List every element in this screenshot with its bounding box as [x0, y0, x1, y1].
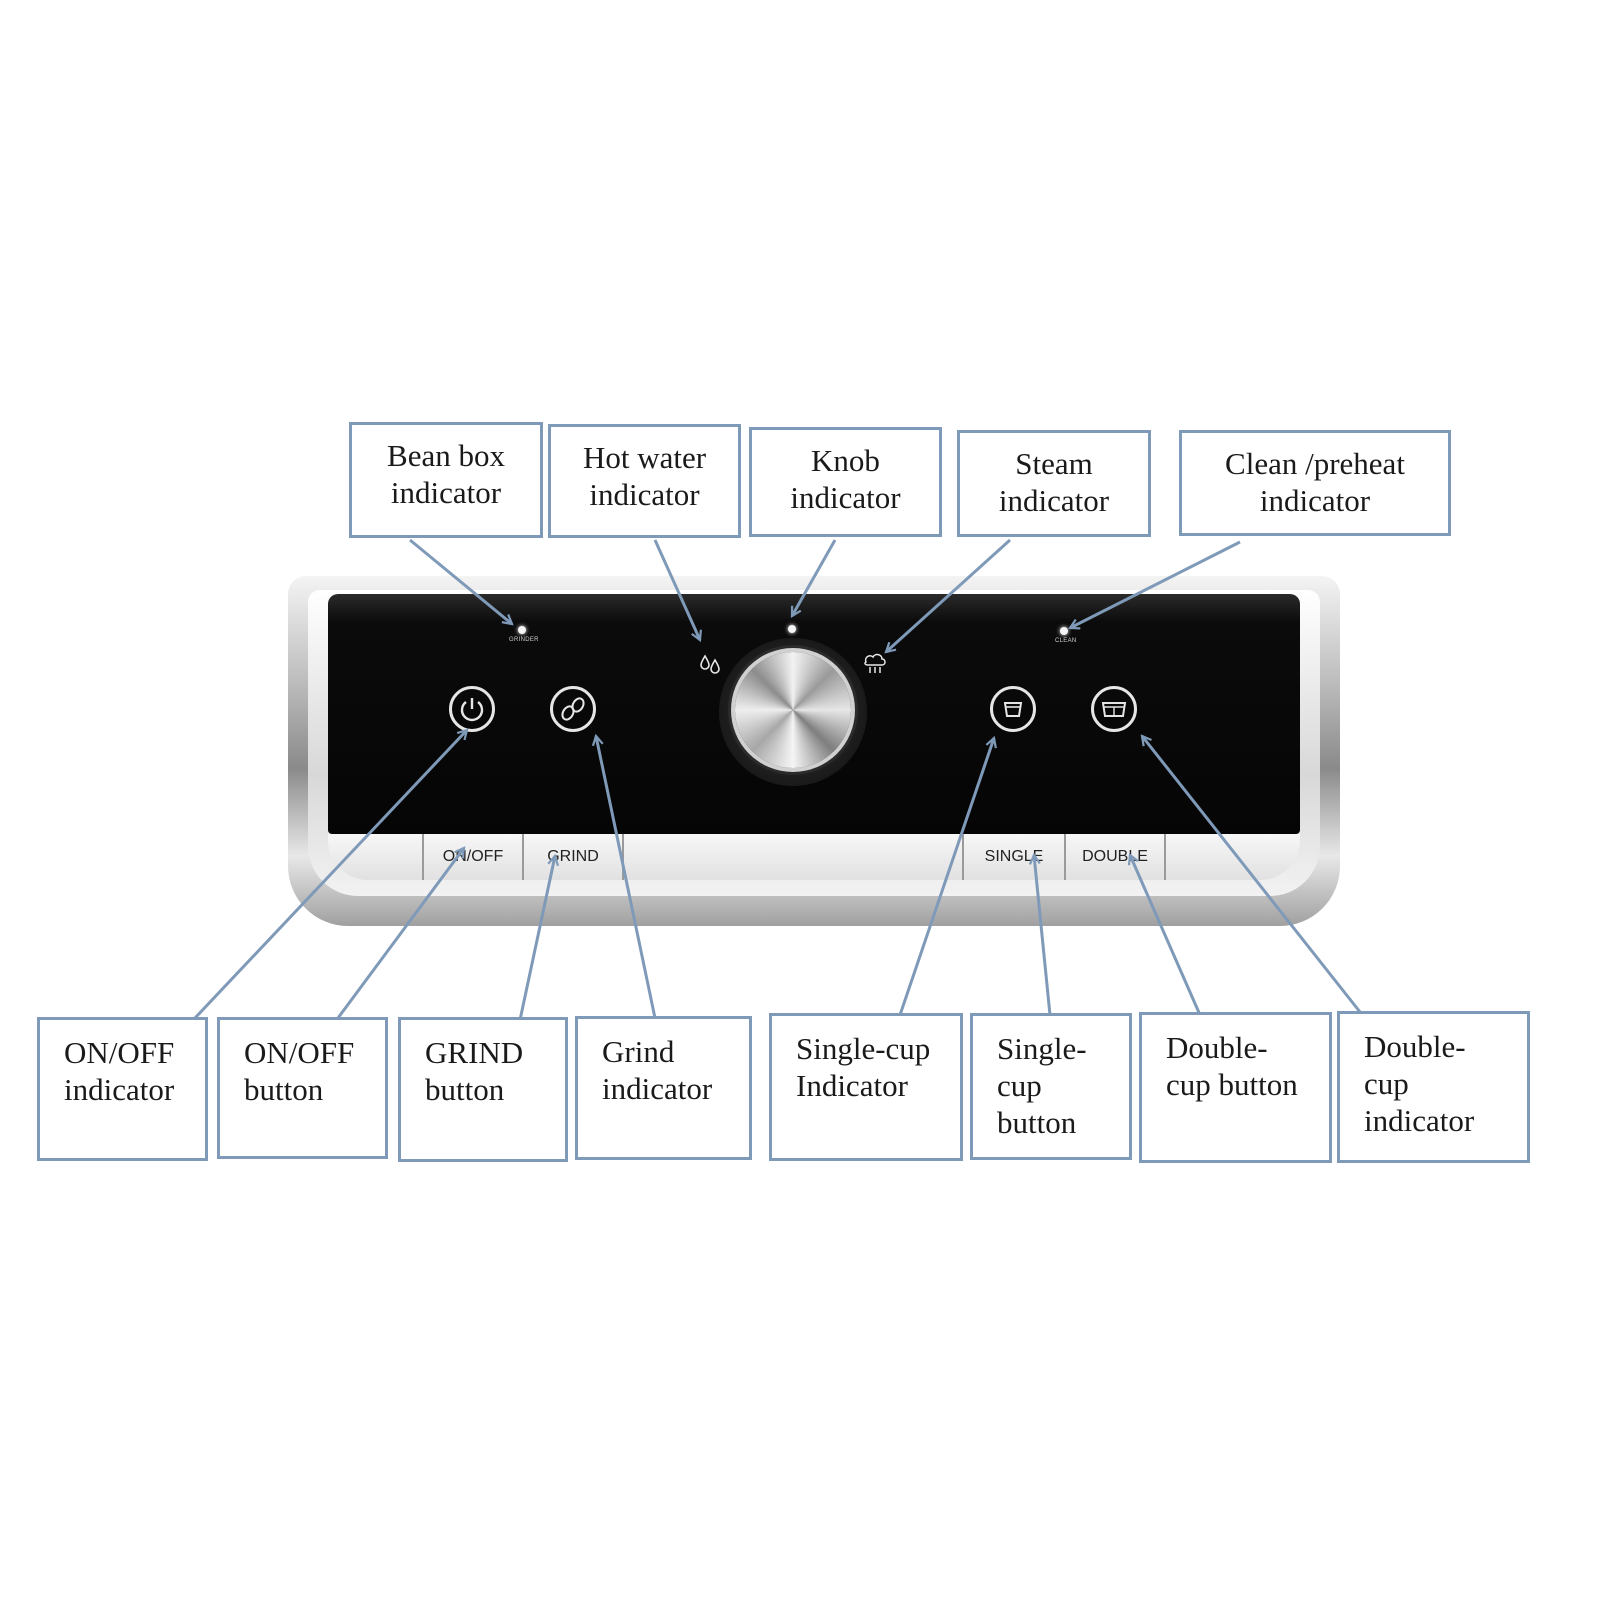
callout-steam-indicator: Steam indicator [957, 430, 1151, 537]
callout-single-cup-button: Single- cup button [970, 1013, 1132, 1160]
arrow-single-button [1034, 855, 1052, 1016]
single-cup-icon [1003, 702, 1023, 717]
arrow-knob [790, 539, 837, 616]
callout-onoff-button: ON/OFF button [217, 1017, 388, 1159]
callout-grind-indicator: Grind indicator [575, 1016, 752, 1160]
arrow-grind-button [518, 856, 555, 1021]
arrow-grind-indicator [596, 736, 657, 1019]
double-cup-icon [1101, 702, 1127, 717]
clean-indicator-led [1060, 627, 1068, 635]
hot-water-icon [700, 654, 720, 674]
arrow-hot-water [653, 539, 700, 640]
coffee-bean-icon [561, 697, 585, 721]
knob-indicator-led [788, 625, 796, 633]
callout-clean-preheat-indicator: Clean /preheat indicator [1179, 430, 1451, 536]
grinder-led-label: GRINDER [509, 637, 539, 643]
arrow-onoff-indicator [193, 730, 467, 1020]
arrow-onoff-button [336, 848, 464, 1019]
selector-knob[interactable] [719, 638, 867, 786]
clean-led-label: CLEAN [1055, 638, 1077, 644]
arrow-steam [886, 538, 1012, 652]
callout-bean-box-indicator: Bean box indicator [349, 422, 543, 538]
single-cup-indicator[interactable] [990, 686, 1036, 732]
arrow-double-indicator [1142, 736, 1362, 1013]
arrow-single-indicator [898, 738, 994, 1016]
grind-button[interactable]: GRIND [522, 834, 622, 880]
arrow-clean [1070, 540, 1241, 628]
callout-double-cup-indicator: Double- cup indicator [1337, 1011, 1530, 1163]
bean-box-indicator-led [518, 626, 526, 634]
power-icon [460, 698, 484, 722]
callout-hot-water-indicator: Hot water indicator [548, 424, 741, 538]
callout-single-cup-indicator: Single-cup Indicator [769, 1013, 963, 1161]
callout-onoff-indicator: ON/OFF indicator [37, 1017, 208, 1161]
arrow-double-button [1130, 855, 1202, 1016]
callout-knob-indicator: Knob indicator [749, 427, 942, 537]
arrow-bean-box [409, 538, 512, 624]
blank-strip-segment [622, 834, 962, 880]
single-cup-button[interactable]: SINGLE [962, 834, 1064, 880]
grind-indicator[interactable] [550, 686, 596, 732]
steam-icon [864, 653, 886, 673]
double-cup-indicator[interactable] [1091, 686, 1137, 732]
callout-double-cup-button: Double- cup button [1139, 1012, 1332, 1163]
callout-grind-button: GRIND button [398, 1017, 568, 1162]
onoff-indicator[interactable] [449, 686, 495, 732]
knob-face [735, 652, 851, 768]
